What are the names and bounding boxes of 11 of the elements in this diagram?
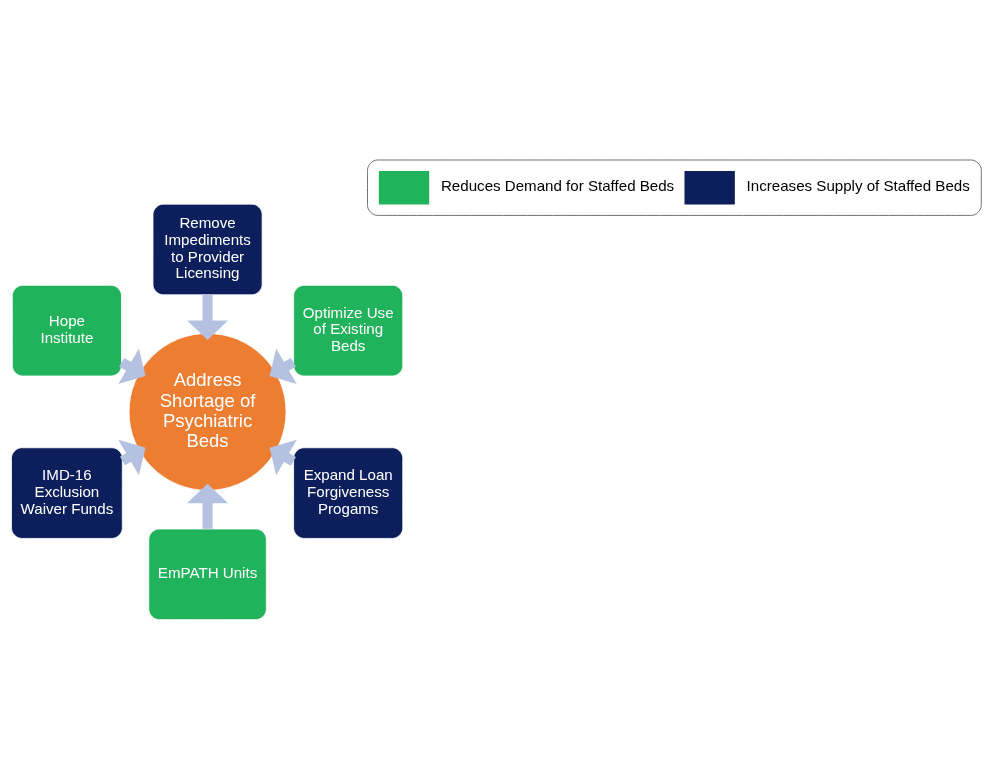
node-box: IMD-16 Exclusion Waiver Funds	[11, 446, 123, 539]
node-box: EmPATH Units	[148, 528, 267, 620]
node-box: Hope Institute	[11, 284, 122, 376]
arrow	[187, 483, 229, 529]
arrow	[187, 294, 229, 340]
legend-label: Increases Supply of Staffed Beds	[746, 176, 970, 194]
node-box: Remove Impediments to Provider Licensing	[152, 203, 263, 295]
node-box: Optimize Use of Existing Beds	[293, 284, 404, 376]
node-circle: Address Shortage of Psychiatric Beds	[128, 332, 287, 491]
legend-label: Reduces Demand for Staffed Beds	[440, 176, 675, 194]
node-box: Expand Loan Forgiveness Progams	[293, 446, 404, 539]
